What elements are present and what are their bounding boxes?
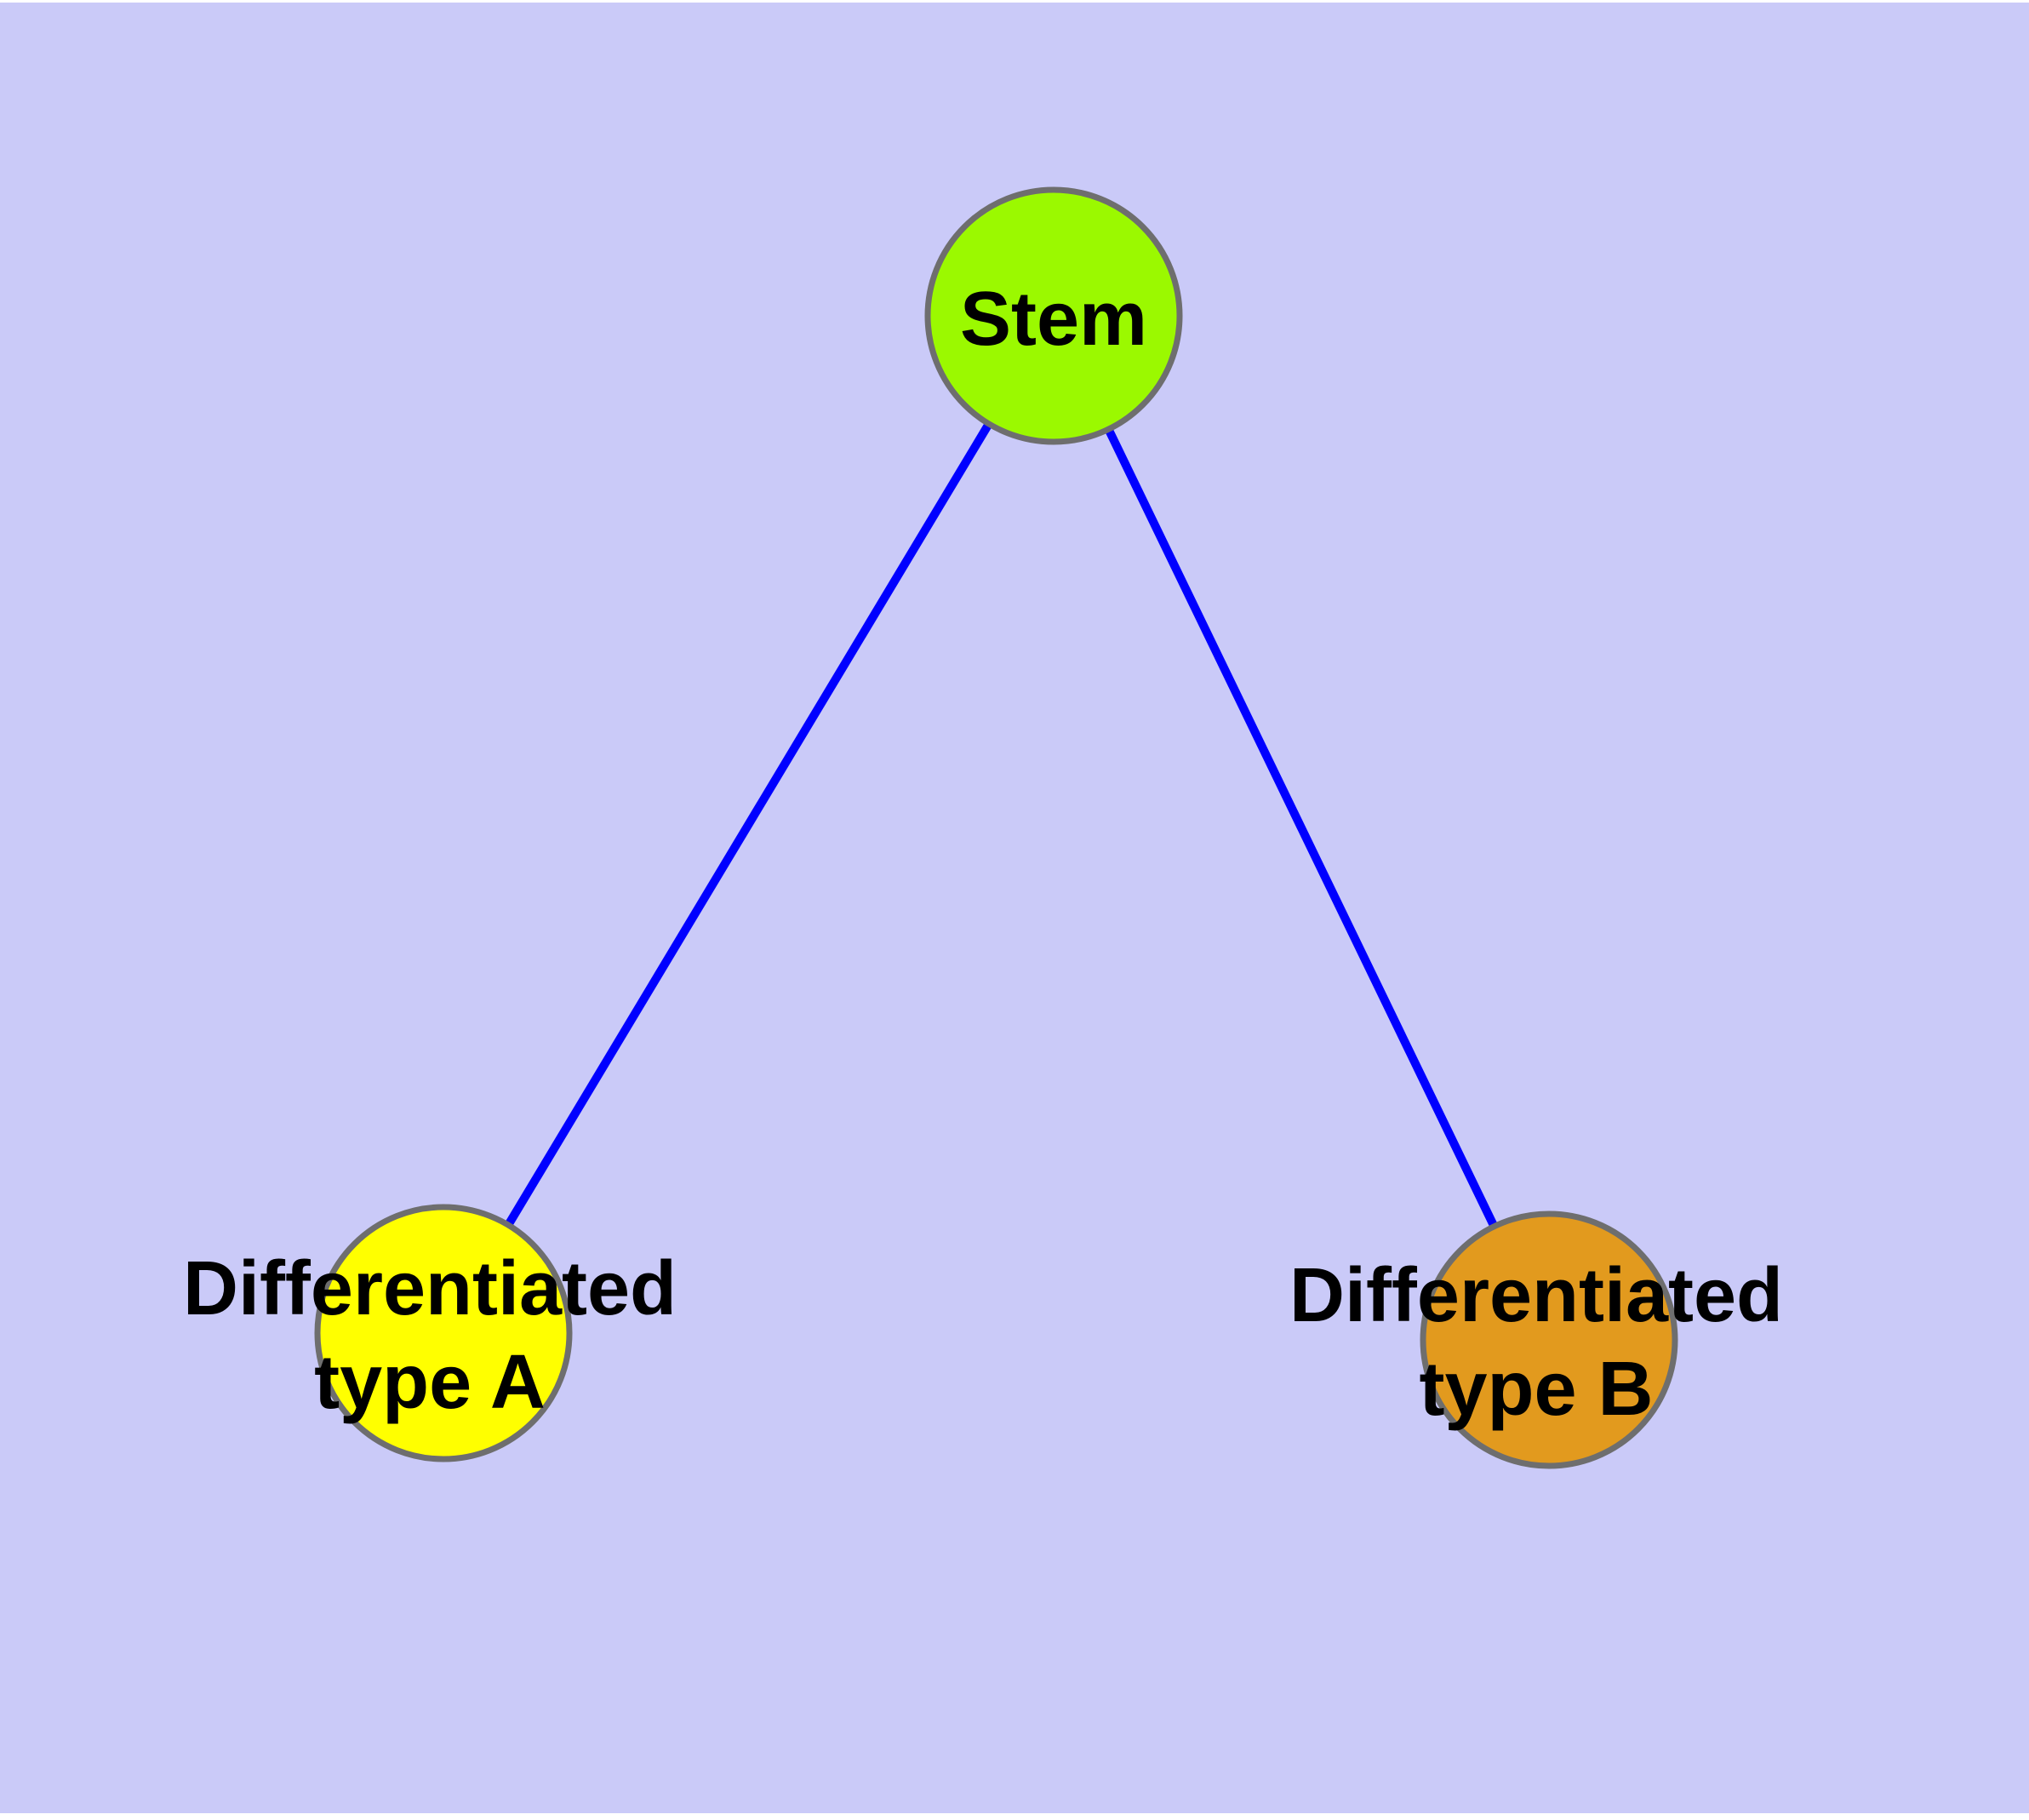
node-type-b-label-line1: Differentiated bbox=[1289, 1253, 1783, 1338]
node-differentiated-type-b[interactable]: Differentiated type B bbox=[1289, 1210, 1783, 1469]
node-type-a-circle[interactable] bbox=[314, 1204, 573, 1462]
node-stem-circle[interactable] bbox=[924, 186, 1183, 445]
node-type-b-circle[interactable] bbox=[1420, 1210, 1678, 1469]
node-stem[interactable]: Stem bbox=[924, 186, 1183, 445]
edge-stem-to-type-b[interactable] bbox=[1049, 313, 1553, 1342]
node-type-a-label-line2: type A bbox=[314, 1340, 546, 1425]
node-type-b-label-line2: type B bbox=[1419, 1347, 1653, 1432]
node-differentiated-type-a[interactable]: Differentiated type A bbox=[183, 1204, 677, 1462]
node-type-a-label-line1: Differentiated bbox=[183, 1246, 677, 1331]
edge-stem-to-type-a[interactable] bbox=[439, 313, 1058, 1336]
node-stem-label: Stem bbox=[960, 277, 1147, 362]
